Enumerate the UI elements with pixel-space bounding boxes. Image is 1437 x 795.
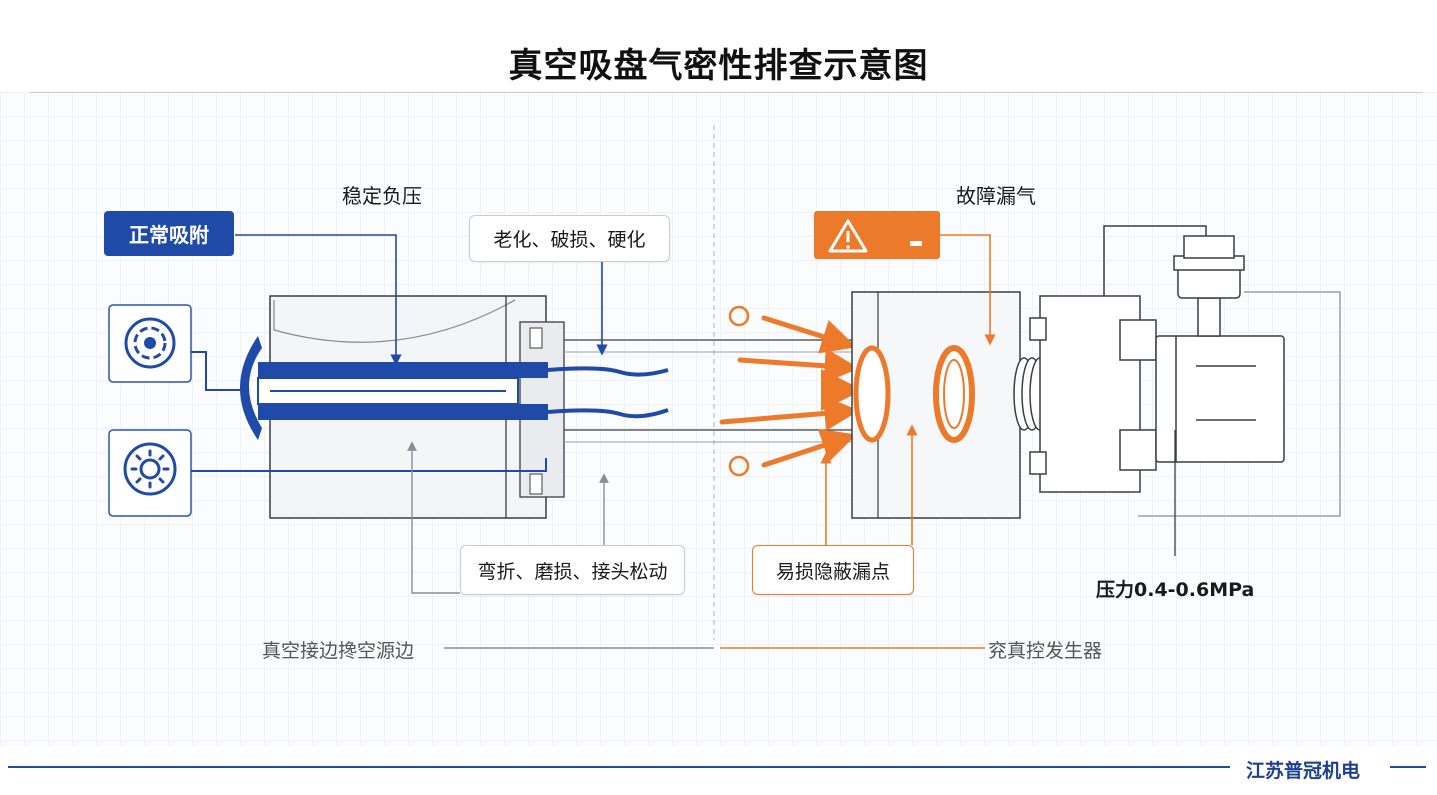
footer-rule-right — [1390, 766, 1426, 768]
left-bottom-label: 真空接边搀空源边 — [262, 640, 415, 662]
bend-wear-tag: 弯折、磨损、接头松动 — [460, 545, 685, 595]
warning-badge — [814, 211, 940, 259]
page-title: 真空吸盘气密性排查示意图 — [508, 46, 929, 86]
pressure-label: 压力0.4-0.6MPa — [1096, 579, 1255, 601]
left-heading: 稳定负压 — [342, 184, 422, 208]
suction-ring-icon — [108, 304, 192, 383]
icon-connector-bottom — [191, 458, 547, 472]
blue-suction-cup — [240, 336, 548, 440]
footer-rule-left — [8, 766, 1230, 768]
company-name: 江苏普冠机电 — [1246, 760, 1361, 782]
weak-point-tag: 易损隐蔽漏点 — [752, 545, 914, 595]
normal-callout-arrow — [235, 234, 402, 366]
threaded-connector — [1013, 295, 1157, 493]
valve-housing — [851, 291, 1021, 519]
vacuum-generator — [1103, 225, 1341, 517]
gear-sun-icon — [108, 429, 192, 517]
icon-connector-top — [191, 351, 248, 391]
warning-triangle-icon — [828, 219, 922, 253]
hose-tubes — [547, 339, 855, 443]
right-bottom-label: 兖真控发生器 — [988, 640, 1103, 662]
bend-callout-arrow-left — [407, 441, 460, 594]
warning-callout-arrow — [940, 234, 996, 346]
aging-damage-tag: 老化、破损、硬化 — [469, 215, 670, 262]
normal-adsorption-tag: 正常吸附 — [104, 211, 234, 256]
right-heading: 故障漏气 — [956, 184, 1036, 208]
title-divider — [30, 92, 1422, 93]
